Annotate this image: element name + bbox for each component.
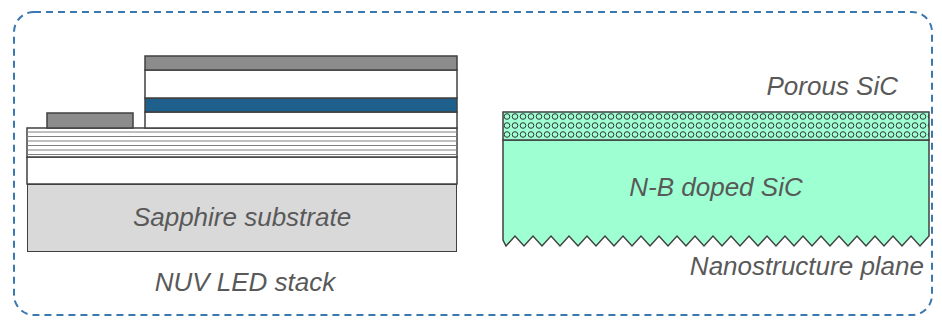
multilayer-line bbox=[27, 145, 457, 146]
porous-layer bbox=[503, 112, 929, 140]
dashed-frame bbox=[14, 12, 932, 315]
substrate-band: Sapphire substrate bbox=[27, 184, 457, 252]
led-stack bbox=[27, 56, 457, 184]
multilayer-line bbox=[27, 150, 457, 151]
layer-label: N-B doped SiC bbox=[629, 173, 802, 203]
stack-caption: NUV LED stack bbox=[155, 268, 336, 298]
porous-texture bbox=[503, 112, 929, 140]
nanostructure-edge bbox=[503, 140, 929, 246]
layer-callout: Porous SiC bbox=[767, 72, 899, 102]
layer-callout: Nanostructure plane bbox=[690, 252, 924, 282]
multilayer-line bbox=[27, 132, 457, 133]
sic-substrate bbox=[503, 112, 929, 246]
multilayer-line bbox=[27, 136, 457, 137]
layer-label: Sapphire substrate bbox=[133, 203, 351, 233]
doped-sic-block: N-B doped SiC bbox=[503, 140, 929, 236]
multilayer-line bbox=[27, 154, 457, 155]
multilayer-line bbox=[27, 141, 457, 142]
